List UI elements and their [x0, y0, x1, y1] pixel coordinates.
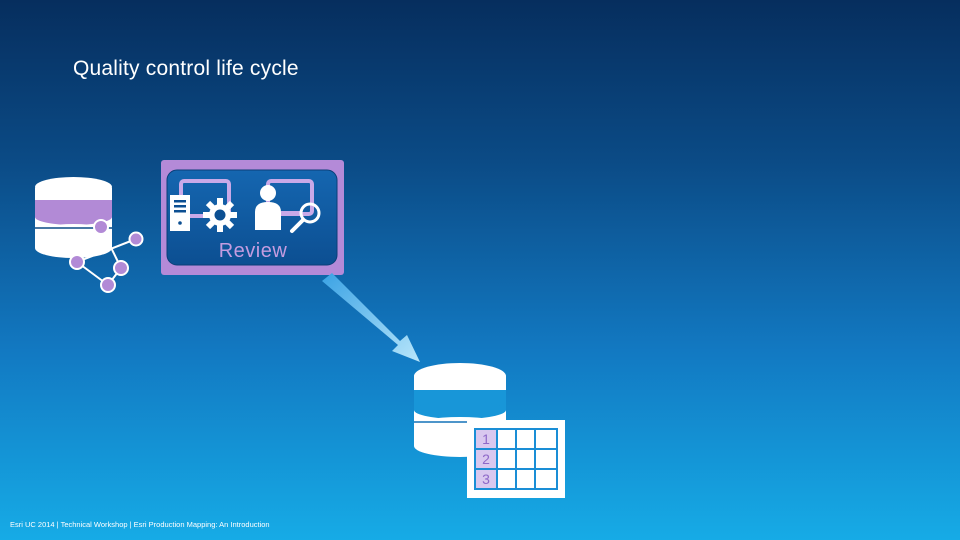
table-row-number: 3	[482, 471, 490, 487]
flow-arrow-icon	[322, 273, 420, 362]
network-nodes-icon	[69, 219, 144, 293]
person-magnifier-icon	[255, 179, 321, 233]
review-panel	[161, 160, 344, 275]
slide-footer: Esri UC 2014 | Technical Workshop | Esri…	[10, 520, 270, 529]
computer-gear-icon	[170, 179, 237, 232]
table-row-number: 1	[482, 431, 490, 447]
review-label: Review	[218, 240, 288, 262]
table-icon	[467, 420, 565, 498]
source-database-icon	[35, 177, 112, 258]
slide-title: Quality control life cycle	[73, 57, 299, 80]
table-row-number: 2	[482, 451, 490, 467]
